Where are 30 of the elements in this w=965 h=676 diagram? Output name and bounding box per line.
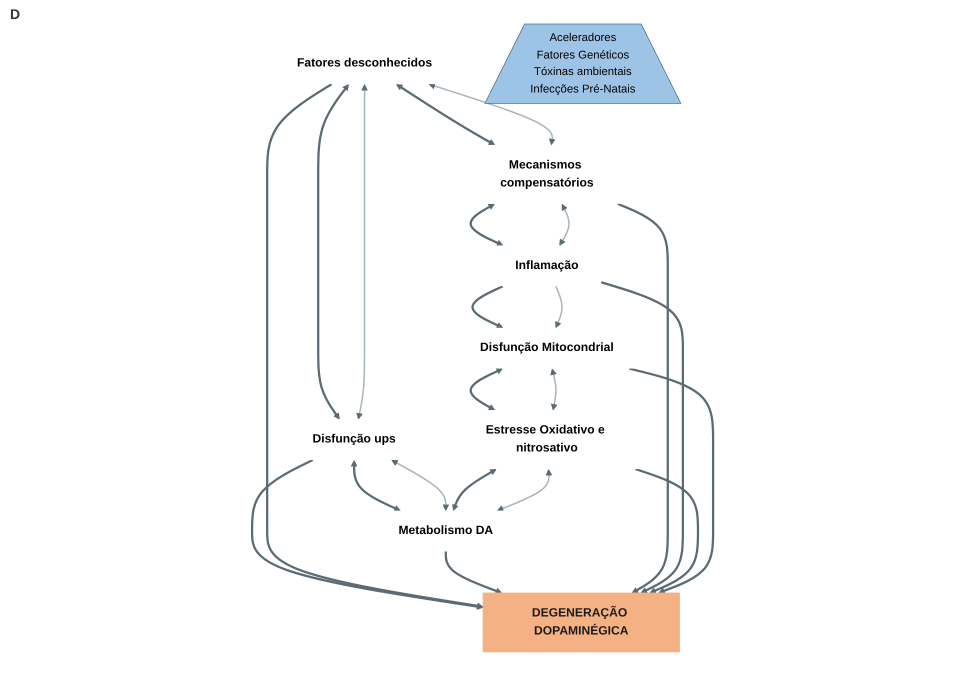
node-text: Metabolismo DA [398,524,494,538]
arrow [628,368,714,594]
arrow [356,84,368,420]
arrow [470,204,504,246]
arrow [617,202,669,594]
arrow [600,281,684,594]
arrow [550,368,558,410]
node-text: Fatores desconhecidos [296,56,432,70]
arrow [428,82,556,146]
node-text: Disfunção Mitocondrial [480,341,614,354]
arrow [444,551,502,594]
arrow [396,84,496,146]
arrow [391,460,450,511]
arrow [250,459,484,610]
arrow [350,460,401,512]
arrow [559,204,570,246]
node-text: Estresse Oxidativo e nitrosativo [486,424,605,455]
node-box: DEGENERAÇÃO DOPAMINÉGICA [482,592,680,652]
node-text: Disfunção ups [312,432,396,446]
arrow [471,285,504,328]
panel-letter: D [10,6,20,22]
node-text: Mecanismos compensatórios [500,158,594,190]
node-text: Inflamação [515,259,578,272]
arrow [635,468,700,594]
arrow [452,468,496,511]
arrow [470,368,503,410]
arrow [496,469,552,512]
arrow [317,84,349,420]
arrow [555,286,563,328]
arrow [266,83,484,610]
